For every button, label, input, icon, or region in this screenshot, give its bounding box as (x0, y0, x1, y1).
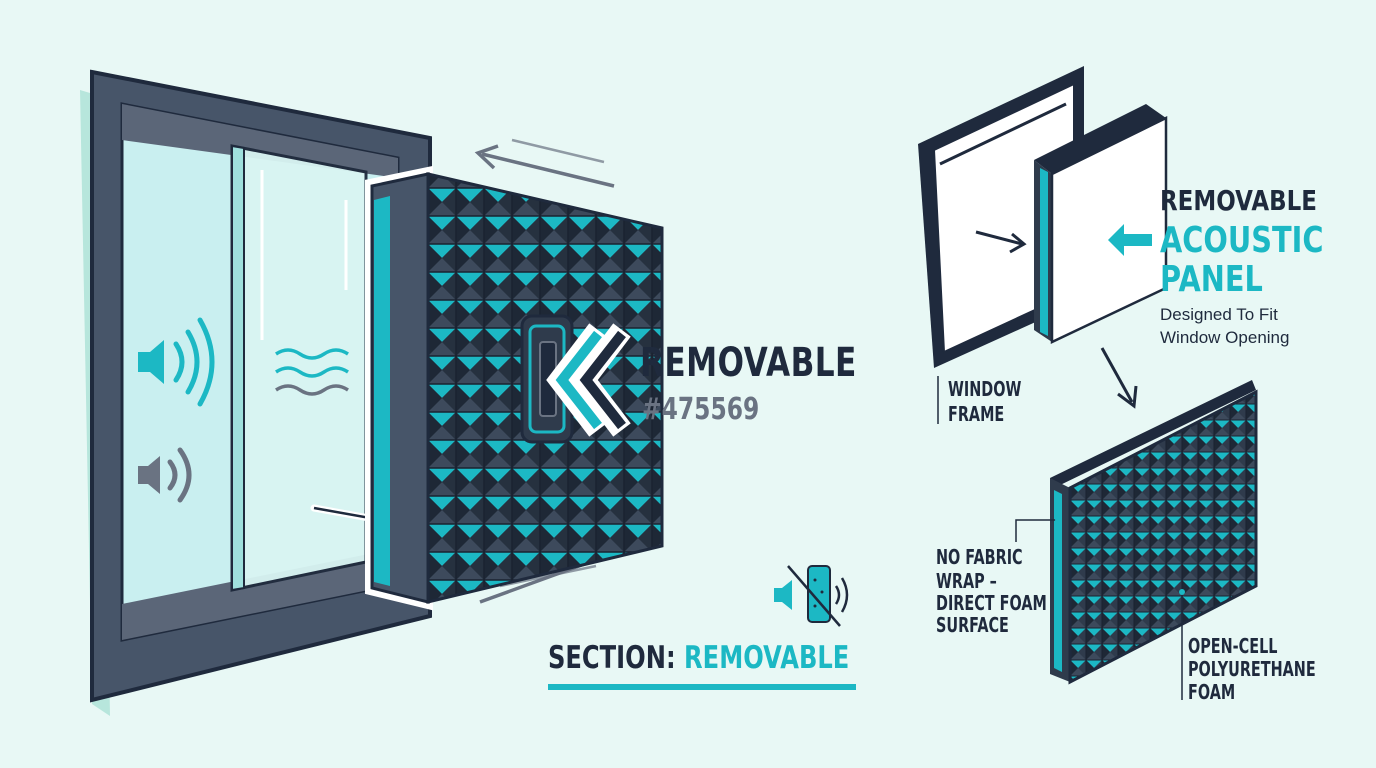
fabric-note-line-1: NO FABRIC (936, 545, 1023, 569)
double-chevron-left-icon (546, 323, 631, 437)
subtitle-line-1: Designed To Fit (1160, 305, 1278, 324)
speaker-waves-icon (138, 447, 192, 503)
insert-arrow (975, 230, 1027, 254)
section-underline (548, 684, 856, 690)
callout-color-code: #475569 (642, 392, 760, 427)
subtitle-line-2: Window Opening (1160, 328, 1290, 347)
fabric-note-line-3: DIRECT FOAM (936, 591, 1047, 615)
speaker-waves-icon (138, 317, 215, 407)
arrow-left-icon (1108, 224, 1152, 256)
glass-pane (230, 144, 368, 592)
section-value: REMOVABLE (684, 640, 850, 676)
acoustic-panel-large (365, 165, 664, 611)
frame-label-line-1: WINDOW (948, 377, 1022, 401)
callout-removable: REMOVABLE (640, 340, 857, 386)
leader-lines (937, 376, 1185, 700)
title-removable: REMOVABLE (1160, 184, 1317, 217)
section-label: SECTION: REMOVABLE (548, 640, 849, 676)
acoustic-panel-foam (1050, 380, 1258, 685)
frame-label-line-2: FRAME (948, 402, 1005, 426)
muted-speaker-icon (774, 565, 849, 627)
wave-lines-icon (275, 348, 349, 396)
foam-note-line-3: FOAM (1188, 680, 1236, 704)
acoustic-panel-exploded (1034, 104, 1168, 344)
motion-arrow (474, 138, 615, 188)
foam-note-line-1: OPEN-CELL (1188, 634, 1278, 658)
foam-note-line-2: POLYURETHANE (1188, 657, 1316, 681)
fabric-note-line-2: WRAP – (936, 569, 997, 593)
fabric-note-line-4: SURFACE (936, 613, 1009, 637)
section-prefix: SECTION: (548, 640, 676, 676)
title-acoustic: ACOUSTIC (1160, 220, 1324, 261)
down-arrow (1100, 347, 1138, 409)
title-panel: PANEL (1160, 259, 1263, 300)
